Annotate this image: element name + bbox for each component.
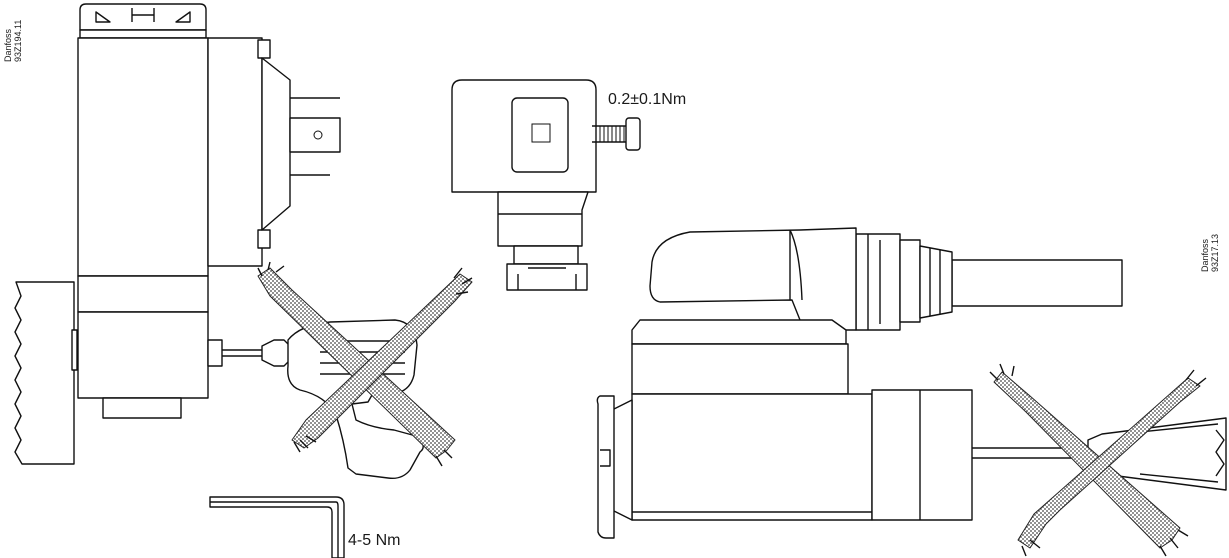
terminal-block	[207, 37, 263, 267]
coil-main-body	[631, 393, 873, 521]
top-cap	[79, 3, 207, 31]
ref-code-left-line1: Danfoss	[3, 28, 13, 62]
connector-screw-torque-label: 0.2±0.1Nm	[608, 91, 686, 108]
cable	[951, 259, 1123, 307]
valve-body	[77, 311, 209, 399]
prohibited-cross-screwdriver	[993, 371, 1181, 549]
hex-key-torque-label: 4-5 Nm	[348, 532, 400, 549]
hex-key	[209, 496, 345, 558]
ref-code-left-line2: 93Z194.11	[13, 20, 23, 62]
angled-connector-housing	[649, 227, 857, 331]
valve-coil-assembly	[14, 3, 473, 480]
coil-body	[77, 37, 209, 277]
ref-code-right-line1: Danfoss	[1200, 238, 1210, 272]
mounting-wall	[14, 281, 75, 465]
spade-terminal	[289, 117, 341, 153]
din-connector-plug	[451, 79, 641, 291]
coil-with-cable-connector	[596, 227, 1227, 557]
valve-stem-body	[871, 389, 973, 521]
prohibited-cross-drill	[257, 267, 456, 459]
ref-code-right-line2: 93Z17.13	[1210, 234, 1220, 272]
